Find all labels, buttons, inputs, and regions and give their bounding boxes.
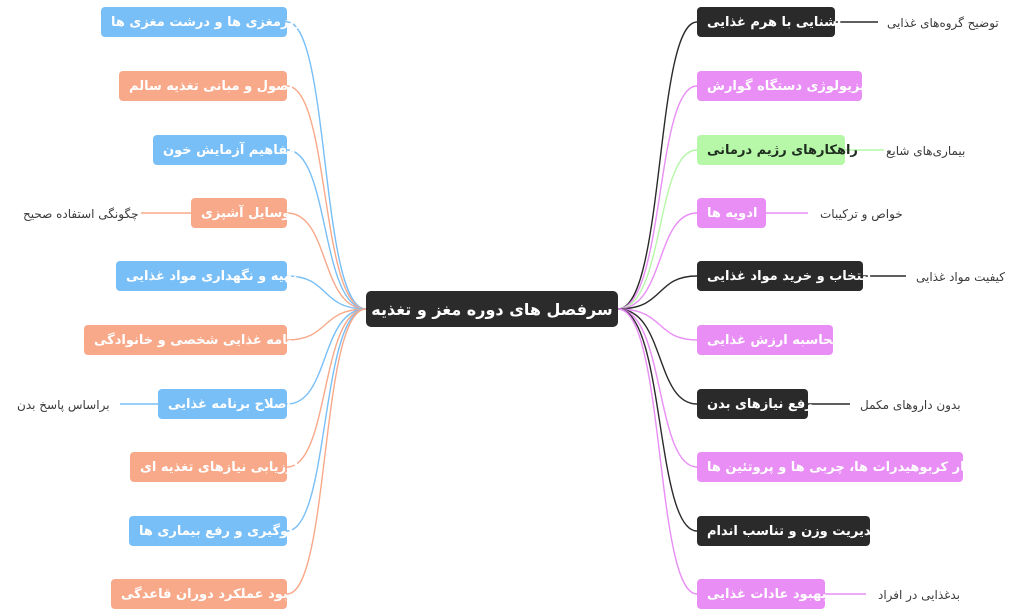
topic-spices[interactable]: ادویه ها: [697, 198, 766, 228]
topic-micro-macro-nutrients[interactable]: ریزمغزی ها و درشت مغزی ها: [101, 7, 301, 37]
link-right-1: [617, 85, 698, 310]
topic-label: تهیه و نگهداری مواد غذایی: [126, 268, 298, 284]
topic-label: ساختار کربوهیدرات ها، چربی ها و پروتئین …: [707, 459, 998, 475]
note-food-quality: کیفیت مواد غذایی: [916, 270, 1005, 284]
topic-nutritional-value[interactable]: محاسبه ارزش غذایی: [697, 325, 841, 355]
topic-label: ارزیابی نیازهای تغذیه ای: [140, 459, 299, 475]
link-right-3: [617, 212, 698, 310]
link-left-3: [286, 212, 367, 310]
topic-food-pyramid[interactable]: آشنایی با هرم غذایی: [697, 7, 841, 37]
topic-meal-plan-correction[interactable]: اصلاح برنامه غذایی: [158, 389, 291, 419]
topic-label: برنامه غذایی شخصی و خانوادگی: [94, 332, 305, 348]
topic-label: وسایل آشپزی: [201, 205, 291, 221]
topic-food-preparation-storage[interactable]: تهیه و نگهداری مواد غذایی: [116, 261, 297, 291]
topic-eating-habits[interactable]: بهبود عادات غذایی: [697, 579, 827, 609]
note-picky-eating: بدغذایی در افراد: [878, 588, 961, 602]
topic-label: مدیریت وزن و تناسب اندام: [707, 523, 880, 539]
topic-label: فیزیولوژی دستگاه گوارش: [707, 78, 874, 94]
topic-label: انتخاب و خرید مواد غذایی: [707, 268, 872, 284]
link-left-4: [286, 275, 367, 310]
topic-menstrual-performance[interactable]: بهبود عملکرد دوران قاعدگی: [111, 579, 302, 609]
note-food-groups: توضیح گروه‌های غذایی: [887, 16, 999, 30]
topic-label: مفاهیم آزمایش خون: [163, 142, 296, 158]
topic-healthy-nutrition-principles[interactable]: اصول و مبانی تغذیه سالم: [119, 71, 293, 101]
central-topic-label: سرفصل های دوره مغز و تغذیه: [371, 299, 613, 319]
topic-label: راهکارهای رژیم درمانی: [707, 142, 858, 158]
topic-label: بهبود عملکرد دوران قاعدگی: [121, 586, 302, 602]
link-left-6: [286, 308, 367, 405]
topic-macronutrient-structure[interactable]: ساختار کربوهیدرات ها، چربی ها و پروتئین …: [697, 452, 997, 482]
topic-nutritional-needs-assessment[interactable]: ارزیابی نیازهای تغذیه ای: [130, 452, 298, 482]
topic-label: ریزمغزی ها و درشت مغزی ها: [111, 14, 302, 30]
link-right-6: [617, 308, 698, 405]
link-right-9: [617, 308, 698, 595]
topic-food-shopping[interactable]: انتخاب و خرید مواد غذایی: [697, 261, 871, 291]
link-left-7: [286, 308, 367, 468]
topic-weight-management[interactable]: مدیریت وزن و تناسب اندام: [697, 516, 879, 546]
topic-personal-family-meal-plan[interactable]: برنامه غذایی شخصی و خانوادگی: [84, 325, 305, 355]
central-topic[interactable]: سرفصل های دوره مغز و تغذیه: [366, 291, 618, 327]
link-right-0: [617, 21, 698, 310]
note-common-diseases: بیماری‌های شایع: [886, 144, 966, 158]
topic-label: اصول و مبانی تغذیه سالم: [129, 78, 294, 94]
topic-label: جلوگیری و رفع بیماری ها: [139, 523, 303, 539]
topic-diet-therapy[interactable]: راهکارهای رژیم درمانی: [697, 135, 858, 165]
note-body-response: براساس پاسخ بدن: [17, 398, 110, 412]
topic-digestive-physiology[interactable]: فیزیولوژی دستگاه گوارش: [697, 71, 874, 101]
topic-label: محاسبه ارزش غذایی: [707, 332, 841, 348]
topic-disease-prevention[interactable]: جلوگیری و رفع بیماری ها: [129, 516, 303, 546]
link-left-1: [286, 85, 367, 310]
topic-label: بهبود عادات غذایی: [707, 586, 827, 602]
topic-blood-test-concepts[interactable]: مفاهیم آزمایش خون: [153, 135, 296, 165]
topic-label: آشنایی با هرم غذایی: [707, 14, 842, 30]
link-left-2: [286, 149, 367, 310]
link-right-4: [617, 275, 698, 310]
link-right-7: [617, 308, 698, 468]
topic-label: ادویه ها: [707, 205, 758, 221]
link-left-5: [286, 308, 367, 341]
topic-label: اصلاح برنامه غذایی: [168, 396, 291, 412]
link-left-8: [286, 308, 367, 532]
note-cooking-usage: چگونگی استفاده صحیح: [23, 207, 139, 221]
link-left-0: [286, 21, 367, 310]
topic-body-needs[interactable]: رفع نیازهای بدن: [697, 389, 813, 419]
link-right-8: [617, 308, 698, 532]
link-right-5: [617, 308, 698, 341]
note-properties: خواص و ترکیبات: [820, 207, 903, 221]
link-right-2: [617, 149, 698, 310]
link-left-9: [286, 308, 367, 595]
note-no-supplements: بدون داروهای مکمل: [860, 398, 961, 412]
topic-label: رفع نیازهای بدن: [707, 396, 813, 412]
topic-cooking-tools[interactable]: وسایل آشپزی: [191, 198, 291, 228]
